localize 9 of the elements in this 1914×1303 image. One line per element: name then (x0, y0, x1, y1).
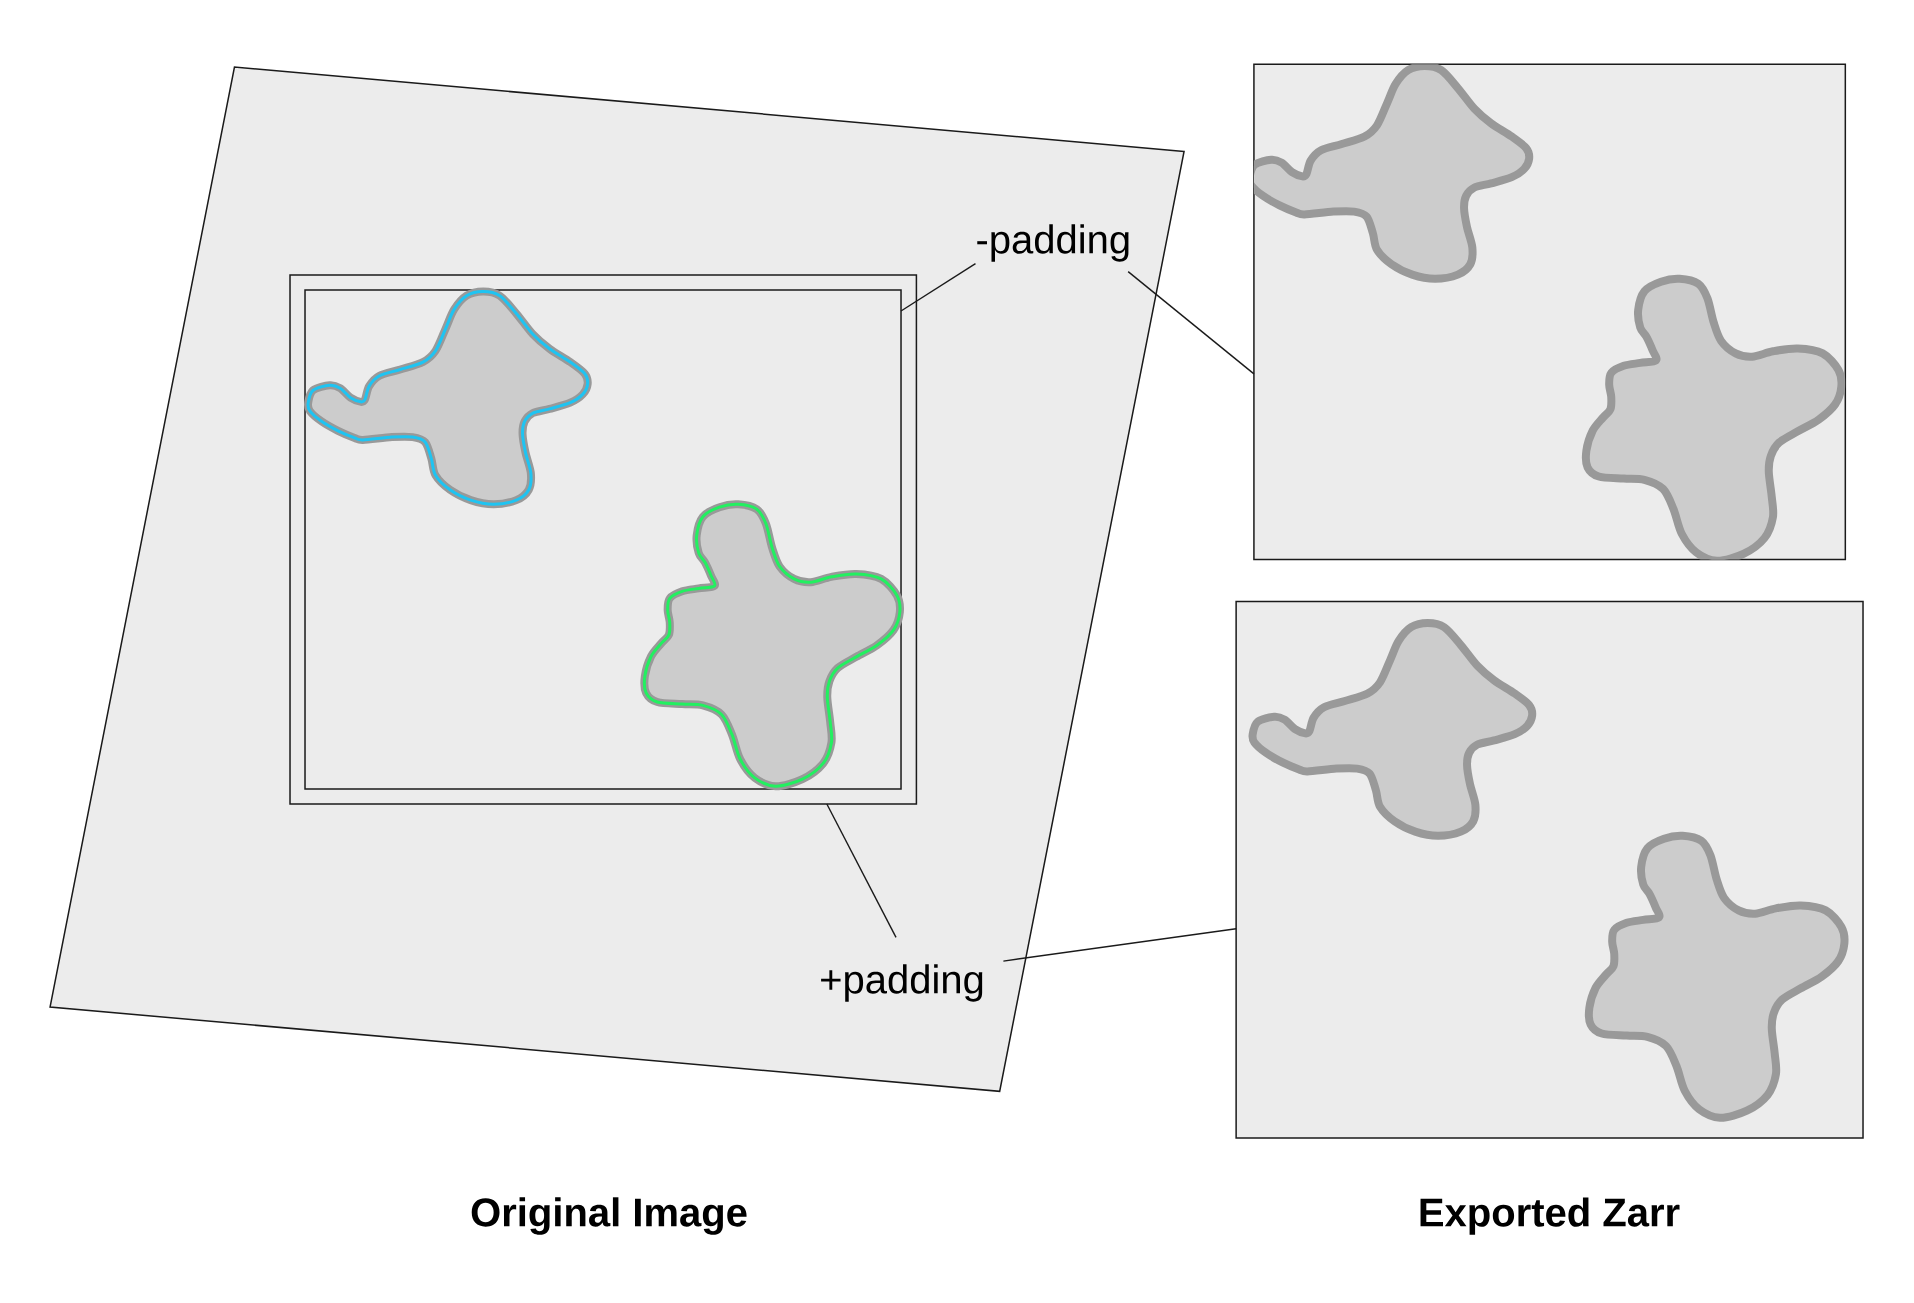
panel-caption: Original Image (471, 1197, 747, 1235)
padding-label: -padding (977, 224, 1129, 262)
padding-label: +padding (821, 964, 983, 1002)
leader-line (826, 803, 897, 939)
leader-line (1002, 928, 1237, 962)
panel-caption: Exported Zarr (1420, 1197, 1680, 1235)
slanted-image-panel (49, 66, 1185, 1093)
leader-line (1127, 270, 1255, 375)
leader-line (900, 262, 977, 312)
